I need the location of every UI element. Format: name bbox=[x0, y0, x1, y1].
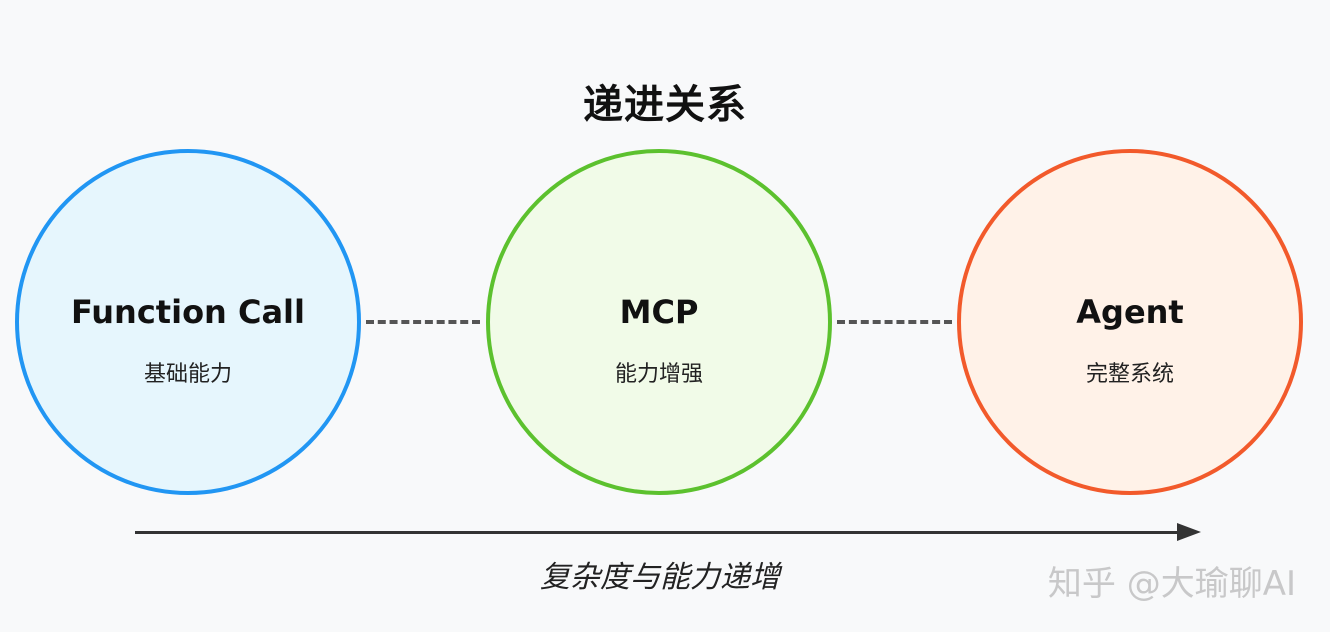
node-description: 完整系统 bbox=[1085, 362, 1174, 387]
axis-label: 复杂度与能力递增 bbox=[540, 560, 780, 595]
node-name: Agent bbox=[1076, 293, 1184, 331]
arrow-right-icon bbox=[1177, 523, 1201, 541]
agent-node: Agent 完整系统 bbox=[957, 149, 1303, 495]
progression-arrow-line bbox=[135, 531, 1180, 534]
node-description: 能力增强 bbox=[614, 362, 703, 387]
mcp-node: MCP 能力增强 bbox=[486, 149, 832, 495]
node-name: Function Call bbox=[71, 293, 305, 331]
dotted-connector bbox=[366, 320, 480, 324]
diagram-title: 递进关系 bbox=[583, 82, 747, 128]
node-name: MCP bbox=[619, 293, 699, 331]
function-call-node: Function Call 基础能力 bbox=[15, 149, 361, 495]
node-description: 基础能力 bbox=[143, 362, 232, 387]
watermark: 知乎 @大瑜聊AI bbox=[1047, 564, 1296, 604]
dotted-connector bbox=[837, 320, 952, 324]
